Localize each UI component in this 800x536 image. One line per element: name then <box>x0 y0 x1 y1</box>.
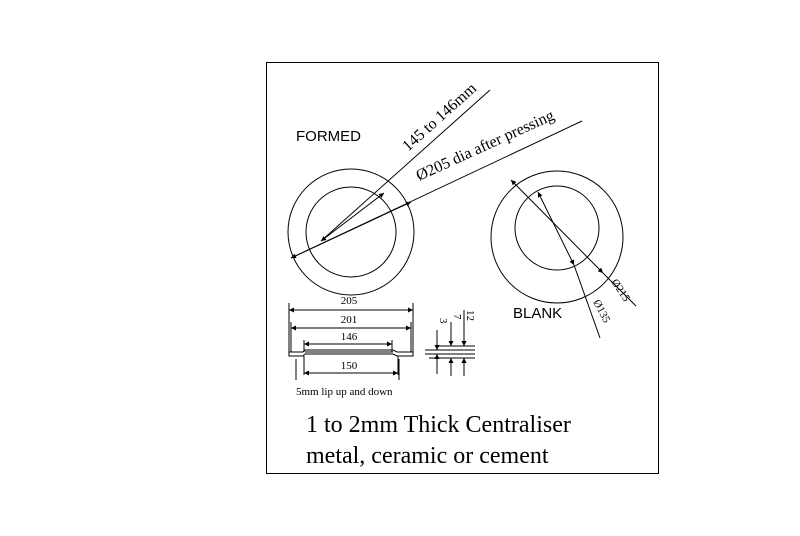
title-line-1: 1 to 2mm Thick Centraliser <box>306 412 571 438</box>
formed-inner-dim-line <box>320 192 385 242</box>
height-dimensions: 12 7 3 <box>425 310 476 376</box>
section-profile <box>288 349 414 357</box>
blank-view: BLANK Ø215 Ø135 <box>490 170 637 339</box>
cross-section-view: 205 201 146 150 5mm lip up and down <box>288 295 414 398</box>
height-dim-3: 3 <box>437 318 449 324</box>
formed-outer-dim-line <box>290 201 412 259</box>
section-dim-146: 146 <box>341 331 358 343</box>
blank-inner-leader <box>573 264 601 339</box>
blank-inner-circle <box>514 185 600 271</box>
section-dim-205: 205 <box>341 295 358 307</box>
lip-note: 5mm lip up and down <box>296 386 393 398</box>
blank-outer-dim-text: Ø215 <box>609 277 633 304</box>
section-dim-201: 201 <box>341 314 358 326</box>
formed-inner-leader <box>320 89 491 242</box>
formed-outer-circle <box>287 168 415 296</box>
formed-inner-circle <box>305 186 397 278</box>
title-line-2: metal, ceramic or cement <box>306 443 549 469</box>
formed-view: FORMED 145 to 146mm Ø205 dia after press… <box>287 80 583 296</box>
blank-outer-circle <box>490 170 624 304</box>
blank-outer-dim-line <box>510 179 604 274</box>
blank-outer-leader <box>602 272 637 307</box>
height-dim-12: 12 <box>464 310 476 321</box>
formed-label: FORMED <box>296 128 361 145</box>
blank-inner-dim-line <box>537 191 575 266</box>
blank-label: BLANK <box>513 305 562 322</box>
drawing-frame <box>266 62 659 474</box>
section-dim-150: 150 <box>341 360 358 372</box>
height-dim-7: 7 <box>451 314 463 320</box>
